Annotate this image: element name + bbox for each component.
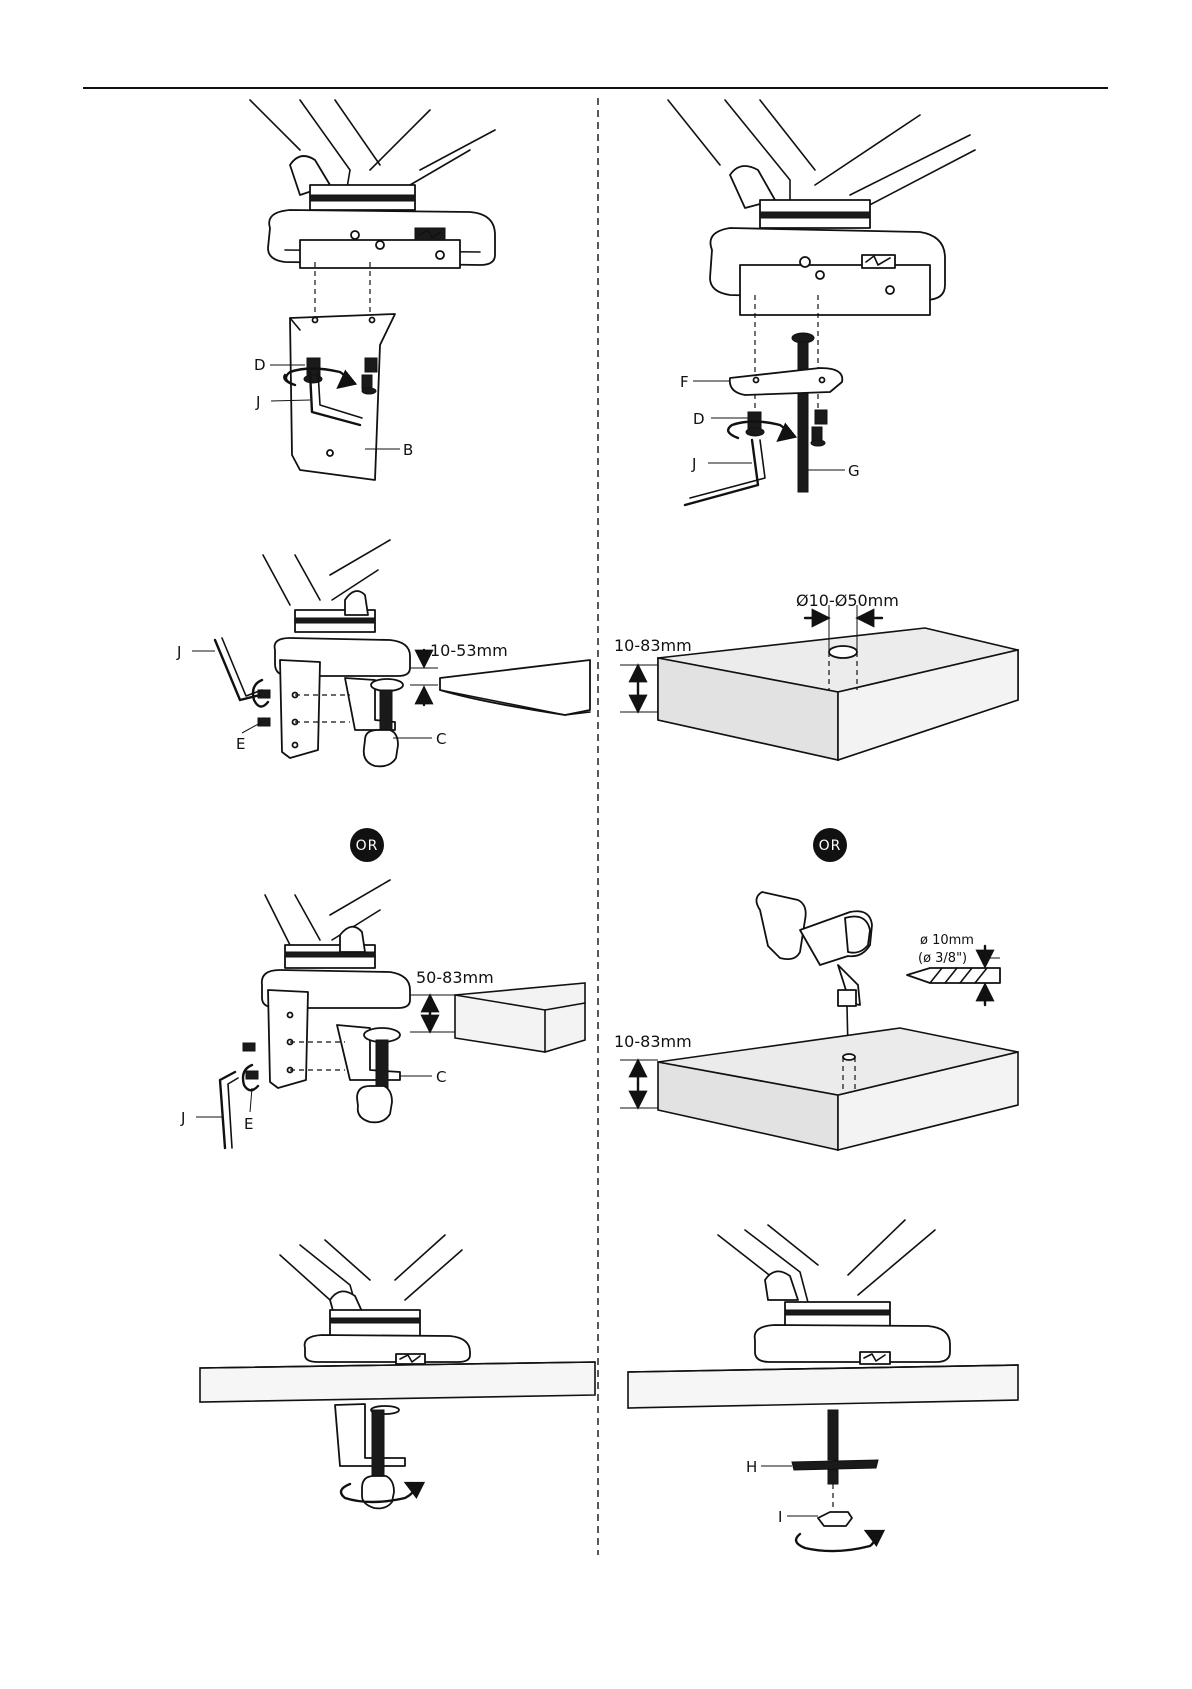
step-desk-hole: Ø10-Ø50mm 10-83mm — [614, 591, 1018, 760]
step-mounted-grommet: H I — [628, 1220, 1018, 1551]
dim-desk-thickness-1: 10-83mm — [614, 636, 692, 655]
step-mount-plate-f: F D J G — [668, 100, 975, 505]
step-mounted-clamp — [200, 1235, 595, 1508]
label-i: I — [778, 1508, 782, 1526]
label-j-2: J — [691, 455, 696, 473]
step-clamp-thin-desk: 10-53mm J E C — [176, 540, 590, 766]
label-h: H — [746, 1458, 757, 1476]
step-drill-hole: ø 10mm (ø 3/8") 10-83mm — [614, 892, 1018, 1150]
step-mount-plate-b: D J B — [250, 100, 495, 480]
label-j-4: J — [180, 1109, 185, 1127]
dim-hole: Ø10-Ø50mm — [796, 591, 899, 610]
label-j-3: J — [176, 643, 181, 661]
or-badge-right: OR — [813, 828, 847, 862]
or-text-right: OR — [819, 838, 842, 854]
or-text-left: OR — [356, 838, 379, 854]
dim-clamp-thick: 50-83mm — [416, 968, 494, 987]
dim-drill-imperial: (ø 3/8") — [918, 951, 967, 966]
step-clamp-thick-desk: 50-83mm J E C — [180, 880, 585, 1148]
label-f: F — [680, 373, 689, 391]
label-d-2: D — [693, 410, 705, 428]
dim-desk-thickness-2: 10-83mm — [614, 1032, 692, 1051]
dim-clamp-thin: 10-53mm — [430, 641, 508, 660]
dim-drill-metric: ø 10mm — [920, 933, 974, 948]
label-d-1: D — [254, 356, 266, 374]
label-e-1: E — [236, 735, 245, 753]
label-c-1: C — [436, 730, 446, 748]
label-b: B — [403, 441, 413, 459]
or-badge-left: OR — [350, 828, 384, 862]
label-e-2: E — [244, 1115, 253, 1133]
label-j-1: J — [255, 393, 260, 411]
label-g: G — [848, 462, 860, 480]
label-c-2: C — [436, 1068, 446, 1086]
